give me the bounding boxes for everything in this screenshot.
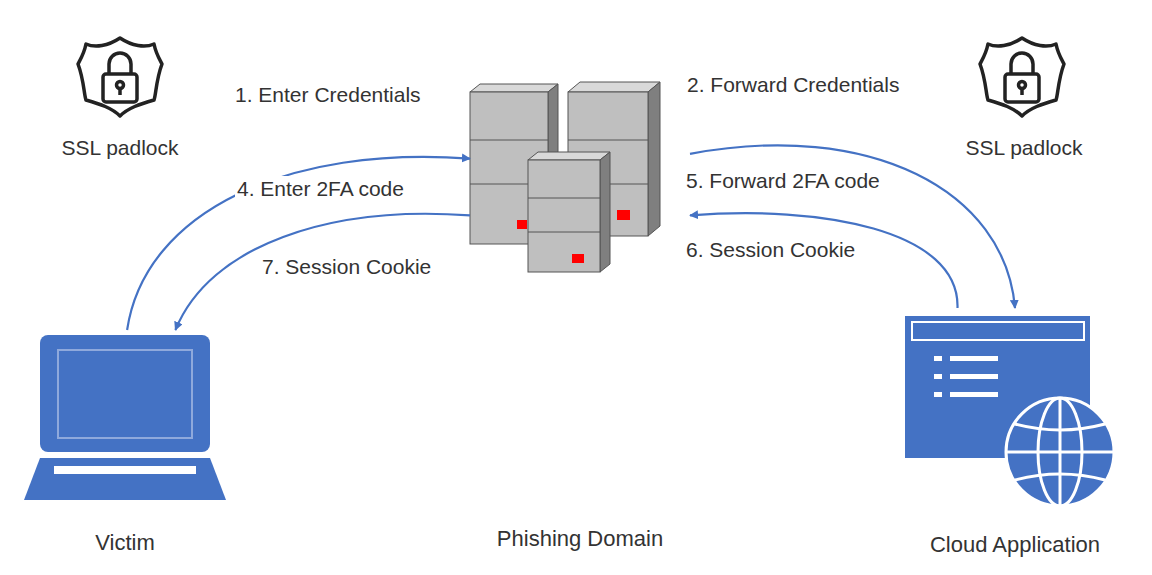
flow-arrow [127, 157, 470, 330]
node-label: Cloud Application [930, 532, 1100, 558]
node-label: Victim [95, 530, 155, 556]
web-app-icon [905, 316, 1114, 506]
shield-icon [78, 38, 162, 116]
diagram-node: Victim [20, 330, 230, 556]
step-label: 1. Enter Credentials [233, 82, 423, 107]
step-label: 2. Forward Credentials [685, 72, 901, 97]
diagram-node: Phishing Domain [470, 78, 690, 552]
node-label: Phishing Domain [497, 526, 663, 552]
step-label: 7. Session Cookie [260, 254, 433, 279]
flow-arrow [175, 214, 470, 330]
server-icon [470, 82, 660, 272]
icon-caption: SSL padlock [963, 135, 1084, 160]
icon-caption: SSL padlock [59, 135, 180, 160]
diagram-node: Cloud Application [900, 308, 1130, 558]
step-label: 5. Forward 2FA code [684, 168, 882, 193]
step-label: 6. Session Cookie [684, 237, 857, 262]
laptop-icon [24, 335, 226, 500]
step-label: 4. Enter 2FA code [235, 176, 406, 201]
shield-icon [980, 38, 1064, 116]
